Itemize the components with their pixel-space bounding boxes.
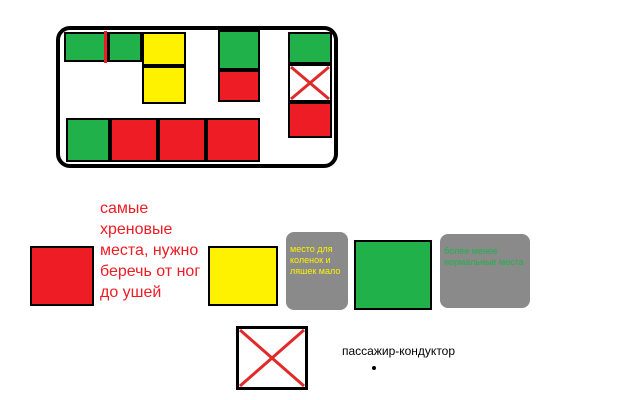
- legend-red-swatch: [30, 246, 94, 306]
- legend-yellow-swatch: [208, 246, 278, 306]
- seat-right-green: [288, 32, 332, 64]
- seat-bottom-green: [66, 118, 110, 162]
- seat-top-left-2: [108, 32, 142, 62]
- seat-top-left-1: [64, 32, 108, 62]
- seat-right-red: [288, 102, 332, 138]
- legend-conductor-caption: пассажир-кондуктор: [342, 344, 456, 358]
- seat-divider-mark: [104, 31, 107, 63]
- legend-yellow-note: место для коленок и ляшек мало: [286, 232, 348, 310]
- conductor-cross-icon: [290, 65, 330, 101]
- stray-dot: [372, 366, 376, 370]
- legend-green-note: более менее нормальные места: [440, 234, 530, 308]
- seat-yellow-2: [142, 66, 186, 104]
- legend-green-swatch: [354, 240, 432, 310]
- seat-yellow-1: [142, 32, 186, 66]
- seat-middle-green: [218, 30, 260, 70]
- seat-bottom-red-2: [158, 118, 206, 162]
- legend-red-text: самые хреновые места, нужно беречь от но…: [100, 200, 201, 301]
- seat-bottom-red-3: [206, 118, 260, 162]
- seat-middle-red: [218, 70, 260, 102]
- seat-bottom-red-1: [110, 118, 158, 162]
- legend-cross-icon: [239, 328, 305, 388]
